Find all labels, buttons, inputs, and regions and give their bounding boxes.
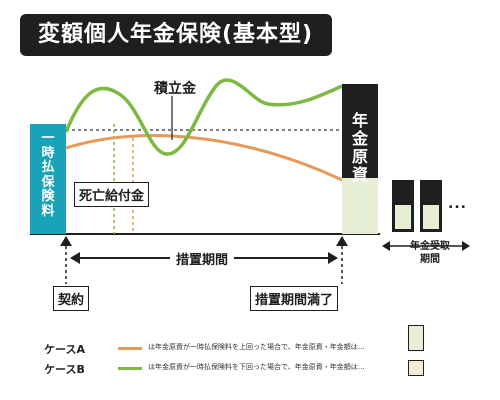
page-title: 変額個人年金保険(基本型)	[38, 22, 314, 47]
case-a-name: ケースA	[44, 343, 85, 356]
pension-fund-box: 年金原資	[342, 84, 378, 234]
case-b-note: は年金原資が一時払保険料を下回った場合で、年金原資・年金額は…	[148, 363, 365, 371]
case-b-curve	[64, 78, 343, 156]
pension-fund-fill	[342, 178, 378, 234]
pension-payment-bar	[392, 180, 414, 232]
deferral-end-arrow-icon	[336, 236, 348, 246]
receipt-period-line1: 年金受取	[410, 241, 450, 252]
case-a-note: は年金原資が一時払保険料を上回った場合で、年金原資・年金額は…	[148, 343, 365, 351]
pension-fund-label: 年金原資	[351, 111, 368, 184]
case-a-curve	[65, 134, 343, 182]
case-a-line-swatch	[118, 347, 142, 350]
receipt-arrow-left-icon	[382, 241, 390, 251]
legend-beige-swatch	[408, 360, 424, 376]
accumulation-label: 積立金	[154, 81, 196, 97]
lump-sum-premium-box: 一時払保険料	[30, 124, 66, 234]
arrow-right-icon	[328, 252, 338, 264]
contract-label: 契約	[53, 286, 90, 311]
case-b-name: ケースB	[44, 363, 85, 376]
receipt-period-label: 年金受取 期間	[410, 241, 450, 266]
continuation-ellipsis: ...	[448, 196, 467, 212]
arrow-left-icon	[70, 252, 80, 264]
pension-payment-bar	[420, 180, 442, 232]
title-banner: 変額個人年金保険(基本型)	[20, 14, 332, 56]
legend-green-swatch	[408, 325, 424, 351]
receipt-period-line2: 期間	[420, 253, 440, 265]
pension-payment-bar-fill	[395, 205, 411, 229]
receipt-arrow-right-icon	[462, 241, 470, 251]
lump-sum-premium-label: 一時払保険料	[41, 131, 55, 219]
pension-payment-bar-fill	[423, 205, 439, 229]
deferral-end-label: 措置期間満了	[250, 286, 339, 311]
case-b-line-swatch	[118, 367, 142, 370]
deferral-period-label: 措置期間	[170, 249, 235, 268]
death-benefit-label: 死亡給付金	[74, 182, 150, 207]
contract-arrow-icon	[60, 236, 72, 246]
